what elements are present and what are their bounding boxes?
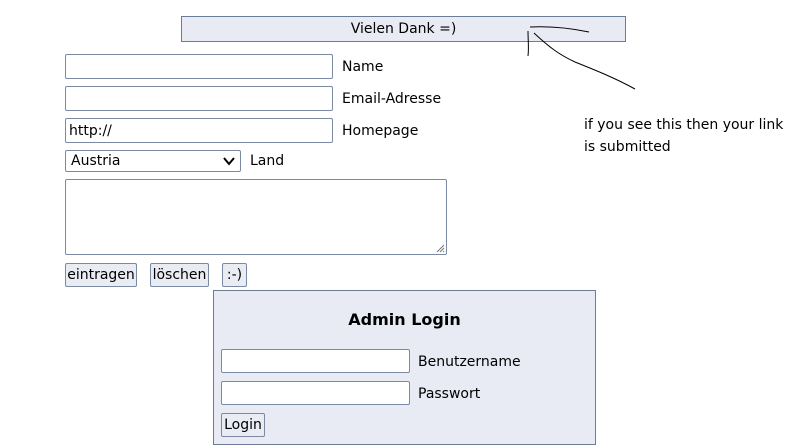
password-label: Passwort bbox=[418, 386, 481, 402]
homepage-label: Homepage bbox=[342, 123, 419, 139]
resize-grip-icon[interactable] bbox=[435, 243, 445, 253]
annotation-note: if you see this then your link is submit… bbox=[584, 117, 784, 155]
email-input[interactable] bbox=[65, 86, 333, 111]
password-input[interactable] bbox=[221, 381, 410, 405]
submit-button[interactable]: eintragen bbox=[65, 263, 137, 287]
email-label: Email-Adresse bbox=[342, 91, 442, 107]
smiley-button[interactable]: :-) bbox=[222, 263, 247, 287]
thank-you-text: Vielen Dank =) bbox=[350, 21, 457, 37]
thank-you-banner: Vielen Dank =) bbox=[181, 16, 626, 42]
name-input[interactable] bbox=[65, 54, 333, 79]
name-label: Name bbox=[342, 59, 384, 75]
message-textarea[interactable] bbox=[65, 179, 447, 255]
chevron-down-icon bbox=[223, 157, 235, 166]
admin-login-panel: Admin Login Benutzername Passwort Login bbox=[213, 290, 596, 445]
country-select[interactable]: Austria bbox=[65, 150, 241, 172]
username-input[interactable] bbox=[221, 349, 410, 373]
username-label: Benutzername bbox=[418, 354, 521, 370]
country-label: Land bbox=[250, 153, 285, 169]
homepage-input[interactable] bbox=[65, 118, 333, 143]
admin-login-title: Admin Login bbox=[348, 310, 461, 329]
reset-button[interactable]: löschen bbox=[150, 263, 209, 287]
country-selected-value: Austria bbox=[71, 153, 121, 169]
login-button[interactable]: Login bbox=[221, 413, 265, 437]
